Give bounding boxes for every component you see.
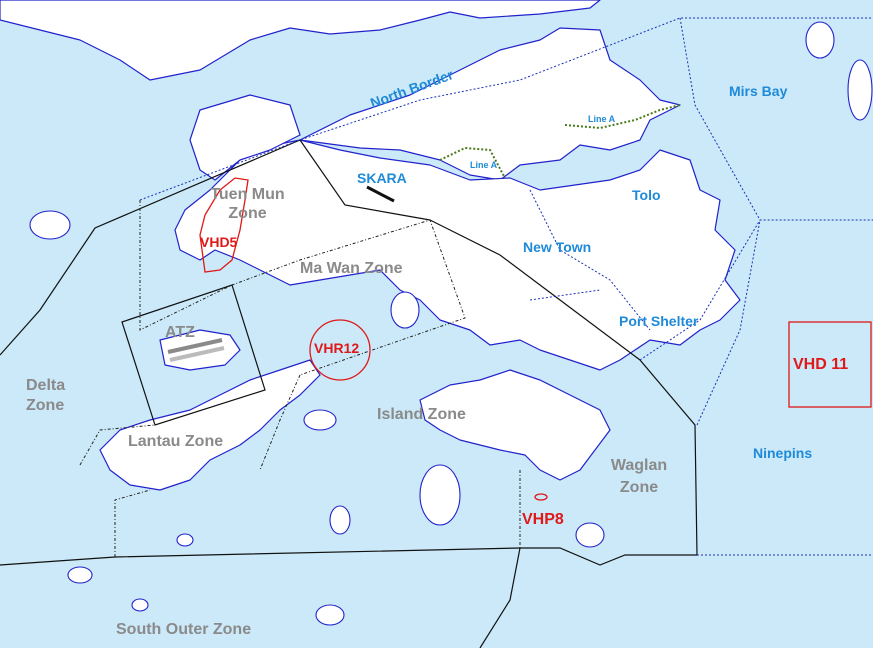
waglan-zone-label: Waglan Zone xyxy=(610,457,668,496)
new-territories xyxy=(174,139,741,371)
line-a-label-1: Line A xyxy=(588,114,616,124)
mirs-bay-boundary xyxy=(679,17,873,221)
port-shelter-label: Port Shelter xyxy=(619,313,699,329)
line-a-east xyxy=(564,104,681,130)
tuen-mun-zone-boundary xyxy=(139,200,466,376)
island-s-2 xyxy=(131,598,149,612)
western-boundary xyxy=(0,139,301,356)
vhr12-area xyxy=(309,319,371,381)
line-a-label-2: Line A xyxy=(470,160,498,170)
new-town-boundary-1 xyxy=(529,189,651,331)
shenzhen-coast xyxy=(299,27,681,181)
island-zone-label: Island Zone xyxy=(377,406,466,423)
ma-wan-zone-label: Ma Wan Zone xyxy=(300,260,403,277)
tuen-mun-zone-label: Tuen Mun Zone xyxy=(210,186,285,222)
skara-marker xyxy=(366,185,395,203)
vhp8-area xyxy=(534,493,548,501)
mirs-bay-label: Mirs Bay xyxy=(729,83,788,99)
hong-kong-island xyxy=(419,369,611,481)
lantau-zone-label: Lantau Zone xyxy=(128,433,224,450)
delta-zone-label: Delta Zone xyxy=(26,377,66,414)
island-ne-1 xyxy=(805,21,835,59)
island-s-3 xyxy=(176,533,194,547)
vhr12-label: VHR12 xyxy=(314,340,360,356)
port-shelter-boundary xyxy=(639,219,761,361)
eastern-boundary xyxy=(429,219,698,566)
vhp8-label: VHP8 xyxy=(522,511,564,528)
island-peng-chau xyxy=(303,409,337,431)
south-outer-boundary xyxy=(479,547,521,648)
island-tsing-yi xyxy=(390,291,420,329)
vhd5-area xyxy=(199,177,249,273)
ninepins-label: Ninepins xyxy=(753,445,813,461)
airport-zone-box xyxy=(121,284,266,426)
line-a-west xyxy=(439,146,506,179)
island-s-1 xyxy=(315,604,345,626)
island-ne-2 xyxy=(847,59,873,121)
new-town-label: New Town xyxy=(523,239,592,255)
mainland-north xyxy=(0,0,601,81)
atz-label: ATZ xyxy=(165,324,195,341)
tuen-mun-land xyxy=(189,94,301,181)
vhd5-label: VHD5 xyxy=(200,234,238,250)
north-border-line xyxy=(139,17,873,201)
south-outer-zone-label: South Outer Zone xyxy=(116,621,252,638)
lantau-south-boundary xyxy=(114,489,151,557)
lantau-island xyxy=(99,359,321,491)
skara-label: SKARA xyxy=(357,170,407,186)
island-cheung-chau xyxy=(329,505,351,535)
island-lamma xyxy=(419,464,461,526)
vhd11-label: VHD 11 xyxy=(793,356,849,373)
island-zone-west-boundary xyxy=(259,374,301,471)
skara-boundary xyxy=(299,139,431,221)
island-w-1 xyxy=(29,210,71,240)
island-po-toi xyxy=(575,522,605,548)
runway-north xyxy=(167,338,223,354)
vhd11-area xyxy=(788,321,872,408)
ninepins-west-boundary xyxy=(696,219,761,426)
tolo-label: Tolo xyxy=(632,187,661,203)
island-sw-1 xyxy=(67,566,93,584)
runway-south xyxy=(169,346,225,362)
lantau-zone-boundary xyxy=(79,424,156,466)
